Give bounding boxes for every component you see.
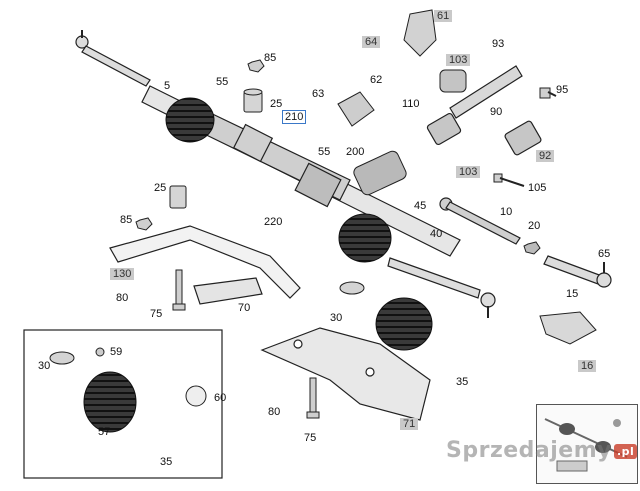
- part-label-64: 64: [362, 36, 381, 48]
- part-label-16: 16: [578, 360, 597, 372]
- part-label-59: 59: [110, 346, 123, 358]
- watermark-logo: Sprzedajemy.pl: [446, 438, 638, 463]
- part-label-35b: 35: [456, 376, 469, 388]
- tie-rod-end-right: [387, 257, 496, 318]
- part-label-103: 103: [446, 54, 471, 66]
- thumbnail-drawing: [544, 418, 628, 472]
- rack-bellows-right: [338, 213, 392, 263]
- part-label-70: 70: [238, 302, 251, 314]
- tie-rod-end-left: [75, 30, 151, 87]
- nut-20: [523, 241, 541, 255]
- part-label-85: 85: [264, 52, 277, 64]
- bolt-75-lower: [306, 377, 320, 419]
- steering-rack-housing: [141, 85, 461, 257]
- boot-30: [339, 281, 433, 351]
- part-label-63: 63: [312, 88, 325, 100]
- part-label-130: 130: [110, 268, 135, 280]
- part-label-93: 93: [492, 38, 505, 50]
- bushing-55: [243, 88, 263, 113]
- part-label-25b: 25: [154, 182, 167, 194]
- part-label-210: 210: [282, 110, 307, 124]
- part-label-80: 80: [116, 292, 129, 304]
- bolt-75: [172, 269, 186, 311]
- part-label-95: 95: [556, 84, 569, 96]
- part-label-30: 30: [330, 312, 343, 324]
- subframe-71: [260, 327, 431, 421]
- valve-62: [337, 91, 375, 127]
- coupling-103: [439, 69, 467, 93]
- part-label-10: 10: [500, 206, 513, 218]
- part-label-20: 20: [528, 220, 541, 232]
- intermediate-shaft: [426, 65, 542, 156]
- part-label-62: 62: [370, 74, 383, 86]
- bolt-95: [539, 87, 557, 99]
- inner-tie-rod: [439, 197, 521, 245]
- repair-kit-inset: [23, 329, 223, 479]
- part-label-45: 45: [414, 200, 427, 212]
- part-label-25: 25: [270, 98, 283, 110]
- rack-bellows-left: [165, 97, 215, 143]
- part-label-60: 60: [214, 392, 227, 404]
- part-label-15: 15: [566, 288, 579, 300]
- part-label-90: 90: [490, 106, 503, 118]
- part-label-103b: 103: [456, 166, 481, 178]
- part-label-35: 35: [160, 456, 173, 468]
- part-label-220: 220: [264, 216, 283, 228]
- ball-joint-16: [539, 311, 597, 345]
- nut-85: [135, 59, 265, 231]
- part-label-61: 61: [434, 10, 453, 22]
- part-label-55: 55: [216, 76, 229, 88]
- cover-61: [403, 9, 437, 57]
- bolt-105: [493, 173, 525, 187]
- part-label-105: 105: [528, 182, 547, 194]
- watermark-text: Sprzedajemy: [446, 438, 612, 463]
- part-label-85b: 85: [120, 214, 133, 226]
- part-label-5: 5: [164, 80, 171, 92]
- part-label-75: 75: [150, 308, 163, 320]
- part-label-71: 71: [400, 418, 419, 430]
- part-label-30b: 30: [38, 360, 51, 372]
- watermark-suffix: .pl: [614, 443, 638, 459]
- part-label-75b: 75: [304, 432, 317, 444]
- outer-tie-rod-end: [543, 255, 612, 288]
- part-label-80b: 80: [268, 406, 281, 418]
- pump-200: [353, 150, 407, 196]
- part-label-110: 110: [402, 98, 420, 110]
- part-label-92: 92: [536, 150, 555, 162]
- part-label-57: 57: [98, 426, 111, 438]
- bushing-25: [169, 185, 187, 209]
- part-label-40: 40: [430, 228, 443, 240]
- mounting-bracket: [109, 225, 301, 305]
- part-label-200: 200: [346, 146, 365, 158]
- part-label-65: 65: [598, 248, 611, 260]
- part-label-55b: 55: [318, 146, 331, 158]
